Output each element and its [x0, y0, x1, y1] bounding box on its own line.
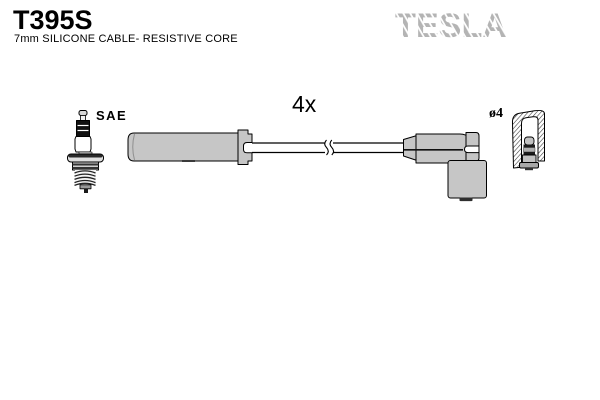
terminal-cross-section-icon: [511, 109, 545, 171]
cable-break-mark: [329, 139, 335, 156]
brand-logo: TESLA: [395, 7, 507, 44]
terminal-diameter-label: ø4: [489, 106, 503, 121]
brand-logo-text: TESLA: [395, 7, 507, 44]
ignition-cable-icon: [127, 129, 404, 165]
spark-plug-icon: [67, 110, 104, 193]
product-code: T395S: [13, 5, 93, 35]
sae-terminal-label: SAE: [96, 108, 128, 123]
quantity-label: 4x: [292, 91, 317, 117]
cable-break-mark: [324, 139, 329, 156]
product-description: 7mm SILICONE CABLE- RESISTIVE CORE: [14, 33, 238, 45]
elbow-boot-icon: [403, 132, 487, 202]
